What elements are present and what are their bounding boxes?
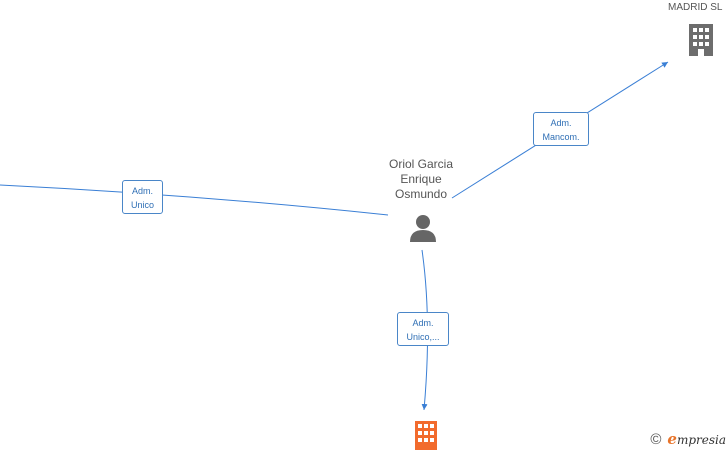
edge-label-top-right-line2: Mancom. [542, 132, 580, 142]
company-top-label[interactable]: MADRID SL [668, 2, 723, 13]
person-name[interactable]: Oriol Garcia Enrique Osmundo [370, 157, 472, 202]
copyright-icon: © [650, 430, 662, 448]
building-icon-gray[interactable] [686, 22, 716, 56]
edge-label-bottom-line2: Unico,... [406, 332, 440, 342]
edge-label-bottom[interactable]: Adm. Unico,... [397, 312, 449, 346]
edge-label-top-right[interactable]: Adm. Mancom. [533, 112, 589, 146]
edge-label-bottom-line1: Adm. [412, 318, 434, 328]
edge-label-left-line2: Unico [130, 200, 154, 210]
person-icon[interactable] [408, 213, 438, 243]
edge-label-left[interactable]: Adm. Unico [122, 180, 163, 214]
person-name-line1: Oriol Garcia [388, 157, 453, 171]
brand-rest: mpresia [676, 433, 726, 447]
empresia-logo: © empresia [650, 430, 726, 448]
building-icon-orange[interactable] [412, 420, 440, 450]
person-name-line3: Osmundo [394, 187, 448, 201]
person-name-line2: Enrique [400, 172, 442, 186]
edge-label-left-line1: Adm. [131, 186, 153, 196]
edge-label-top-right-line1: Adm. [550, 118, 572, 128]
brand-initial: e [667, 430, 677, 448]
brand-name: empresia [667, 430, 726, 448]
edge-left [0, 184, 389, 216]
